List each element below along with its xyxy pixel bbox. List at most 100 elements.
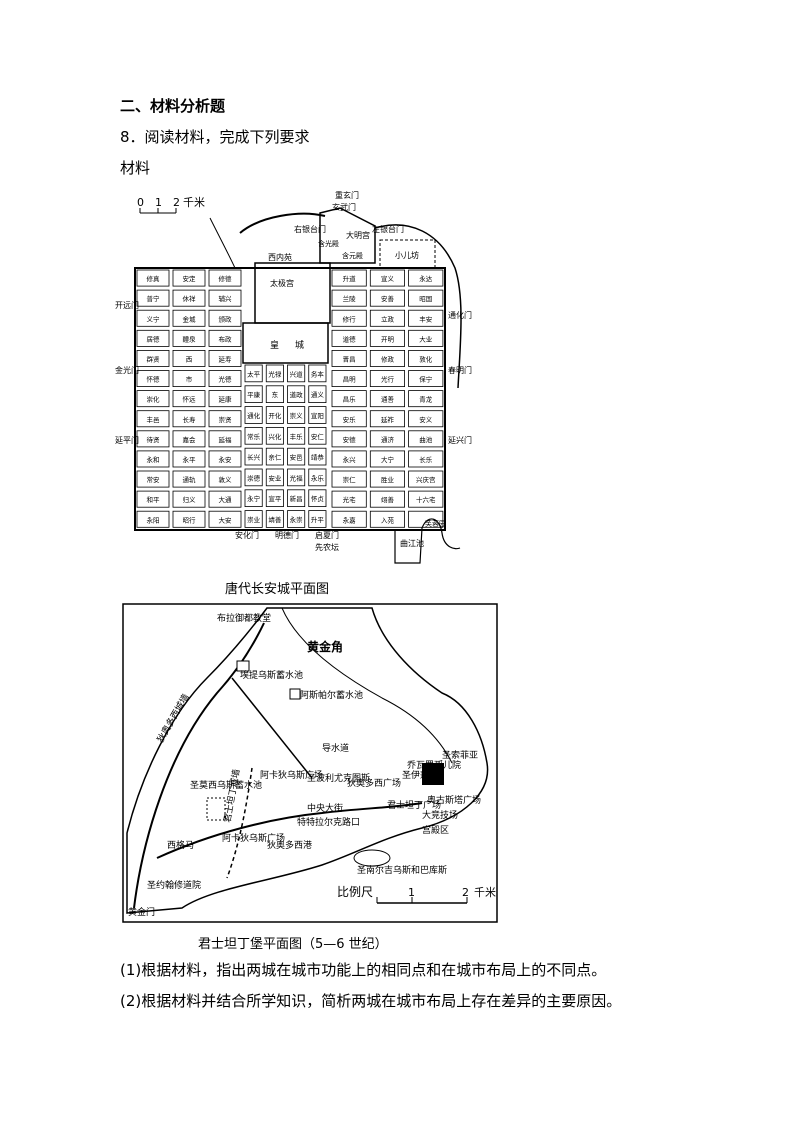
ward-cell <box>172 390 206 408</box>
ward-cell <box>331 289 367 307</box>
ward-label: 安善 <box>381 294 395 303</box>
ward-label: 怀德 <box>147 375 161 384</box>
gate-tonghua: 通化门 <box>448 310 472 320</box>
label-theodosius-forum: 狄奥多西广场 <box>347 777 401 789</box>
ward-label: 通义 <box>311 390 325 399</box>
ward-label: 永乐 <box>311 473 325 482</box>
ward-cell <box>331 470 367 488</box>
ward-cell <box>244 426 263 445</box>
ward-cell <box>308 489 327 507</box>
scale-1: 1 <box>155 196 162 209</box>
label-polyeuktos: 圣波利尤克图斯 <box>307 772 370 784</box>
label-theodosius-port: 狄奥多西港 <box>267 839 312 851</box>
label-studios: 圣约翰修道院 <box>147 879 201 891</box>
ward-cell <box>244 364 263 383</box>
ward-cell <box>208 410 242 428</box>
center-ward-grid: 太平光禄兴道务本平康东道政通义通化开化崇义宣阳常乐兴化丰乐安仁长兴亲仁安邑靖恭崇… <box>244 364 327 528</box>
ward-label: 亲仁 <box>268 453 282 462</box>
ward-label: 市 <box>186 375 193 384</box>
ward-label: 永嘉 <box>343 515 357 524</box>
ward-cell <box>331 490 367 508</box>
ward-label: 义宁 <box>147 314 161 323</box>
ward-cell <box>136 450 170 468</box>
ward-label: 宣阳 <box>311 411 324 420</box>
gate-zuoyintai: 左银台门 <box>372 224 404 234</box>
ward-label: 金城 <box>183 314 197 323</box>
gate-youyintai: 右银台门 <box>294 224 326 234</box>
ward-label: 安义 <box>419 415 433 424</box>
ward-cell <box>408 309 444 327</box>
label-palace: 宫殿区 <box>422 824 449 836</box>
gate-xuanwu: 玄武门 <box>332 202 356 212</box>
ward-label: 入苑 <box>381 515 395 524</box>
hanguang-label: 含光殿 <box>318 239 339 248</box>
ward-cell <box>172 269 206 287</box>
ward-cell <box>408 329 444 347</box>
label-golden-gate: 黄金门 <box>128 906 155 918</box>
ward-cell <box>136 370 170 388</box>
city-wall <box>134 267 446 531</box>
ward-label: 光宅 <box>343 495 357 504</box>
ward-label: 布政 <box>219 334 233 343</box>
mese-street <box>156 802 423 859</box>
ward-cell <box>369 470 405 488</box>
label-mocius: 圣莫西乌斯蓄水池 <box>190 779 262 791</box>
yongan-canal <box>209 217 236 269</box>
ward-label: 光德 <box>219 375 233 384</box>
figure1-caption: 唐代长安城平面图 <box>225 582 330 597</box>
ward-label: 升道 <box>343 274 357 283</box>
ward-label: 修行 <box>343 314 357 323</box>
ward-cell <box>244 510 263 528</box>
ward-label: 通善 <box>381 395 395 404</box>
ward-cell <box>408 390 444 408</box>
ward-cell <box>265 489 284 507</box>
label-augusteum: 奥古斯塔广场 <box>427 794 481 806</box>
scale2-unit: 千米 <box>474 886 496 899</box>
gate-anhua: 安化门 <box>235 530 259 540</box>
label-arcadius-forum-2: 阿卡狄乌斯广场 <box>222 832 285 844</box>
ward-cell <box>136 309 170 327</box>
golden-horn-label: 黄金角 <box>307 639 343 654</box>
land-outline <box>126 607 489 914</box>
ward-label: 光禄 <box>268 369 282 378</box>
question-title: 8．阅读材料，完成下列要求 <box>120 128 310 146</box>
palace-block <box>422 763 444 785</box>
ward-cell <box>331 329 367 347</box>
ward-cell <box>136 269 170 287</box>
scale-2: 2 <box>173 196 180 209</box>
gate-kaiyuan: 开远门 <box>115 300 139 310</box>
ward-cell <box>369 450 405 468</box>
ward-cell <box>172 329 206 347</box>
furong-label: 芙蓉园 <box>425 519 446 528</box>
ward-label: 开化 <box>268 411 282 420</box>
east-ward-grid: 升道宣义永达兰陵安善昭国修行立政丰安道德开明大业晋昌修政敦化昌明光行保宁昌乐通善… <box>331 269 444 528</box>
ward-cell <box>331 430 367 448</box>
ward-label: 太平 <box>247 369 261 378</box>
ward-label: 务本 <box>311 369 325 378</box>
ward-label: 休祥 <box>183 294 197 303</box>
ward-cell <box>287 385 306 404</box>
label-sigma: 西格马 <box>167 839 194 851</box>
changan-map-svg: 0 1 2 千米 西内苑 太极宫 皇 城 重玄门 玄武门 右银台门 左银台门 大… <box>115 190 472 564</box>
ward-label: 长寿 <box>183 415 197 424</box>
ward-label: 颁政 <box>219 314 233 323</box>
ward-label: 安业 <box>268 473 282 482</box>
ward-cell <box>136 390 170 408</box>
ward-cell <box>308 406 327 424</box>
ward-cell <box>208 329 242 347</box>
ward-label: 和平 <box>147 495 161 504</box>
qujiang-label: 曲江池 <box>400 538 424 548</box>
ward-cell <box>308 385 327 404</box>
label-hippodrome: 大竞技场 <box>422 809 458 821</box>
ward-cell <box>208 269 242 287</box>
ward-cell <box>287 468 306 487</box>
ward-label: 丰乐 <box>290 432 304 441</box>
ward-cell <box>287 406 306 424</box>
ward-cell <box>244 468 263 487</box>
ward-cell <box>208 450 242 468</box>
scale2-label: 比例尺 <box>337 885 373 899</box>
label-orphanage: 乔瓦罗孤儿院 <box>407 759 461 771</box>
ward-cell <box>331 370 367 388</box>
ward-cell <box>331 349 367 367</box>
ward-cell <box>331 309 367 327</box>
